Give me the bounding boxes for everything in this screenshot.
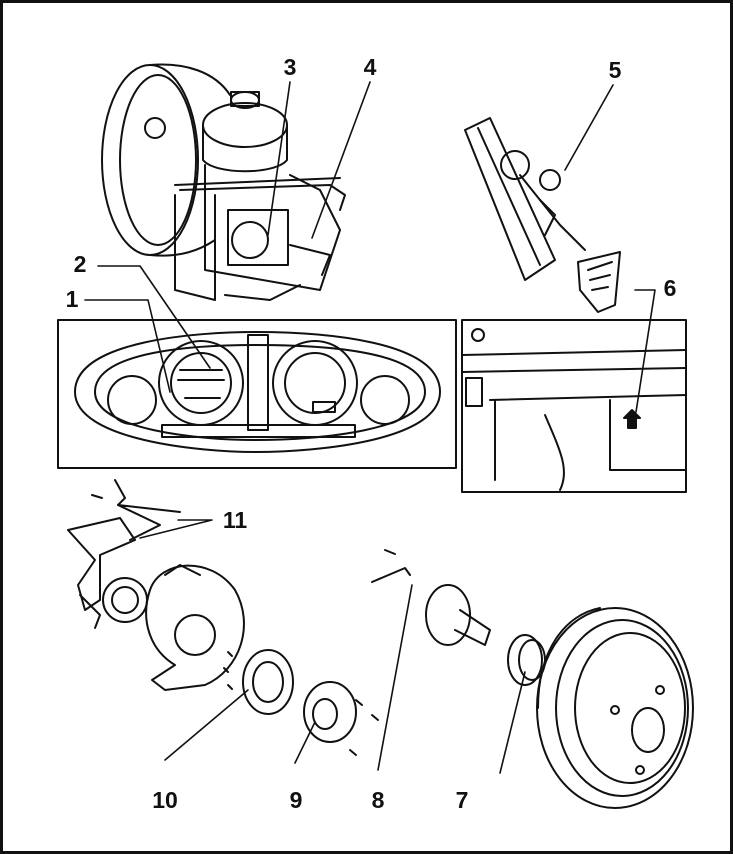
hub-flange	[303, 681, 379, 756]
dust-shield	[145, 564, 245, 691]
brake-drum	[536, 607, 694, 809]
callout-labels: 3 4 5 2 1 6 11 10 9 8 7	[66, 54, 677, 813]
label-7: 7	[456, 787, 469, 813]
label-9: 9	[290, 787, 303, 813]
label-5: 5	[609, 57, 622, 83]
label-4: 4	[364, 54, 377, 80]
brake-booster-assembly	[101, 63, 346, 301]
instrument-cluster-panel	[57, 319, 457, 469]
wheel-bearing	[223, 649, 294, 715]
dashboard-lower-view	[461, 319, 687, 493]
label-6: 6	[664, 275, 677, 301]
label-11: 11	[223, 507, 248, 533]
label-8: 8	[372, 787, 385, 813]
pedal-assembly	[464, 117, 621, 313]
label-2: 2	[74, 251, 87, 277]
label-10: 10	[152, 787, 178, 813]
leader-lines	[84, 81, 656, 774]
stub-axle	[371, 549, 491, 646]
steering-knuckle	[67, 479, 181, 629]
label-1: 1	[66, 286, 79, 312]
label-3: 3	[284, 54, 297, 80]
